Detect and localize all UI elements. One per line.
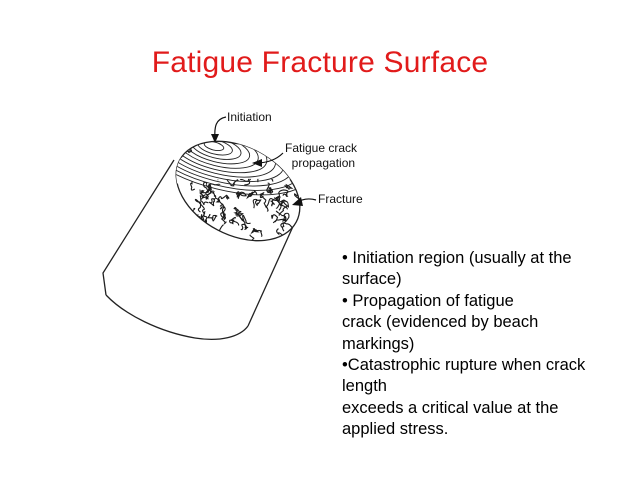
fracture-texture-stroke	[229, 216, 240, 226]
fracture-texture-stroke	[173, 189, 179, 196]
fracture-texture-stroke	[233, 207, 242, 215]
fracture-texture-stroke	[273, 195, 281, 202]
cylinder-body	[102, 159, 296, 341]
fracture-arrowhead	[292, 197, 303, 206]
fracture-texture-stroke	[270, 195, 281, 207]
fracture-texture-stroke	[220, 243, 231, 253]
fracture-texture-stroke	[160, 210, 174, 225]
label-initiation: Initiation	[227, 110, 272, 124]
bullet-line: length	[342, 377, 387, 396]
initiation-arrowhead	[211, 134, 219, 143]
fracture-texture-stroke	[164, 188, 176, 200]
bullet-line: exceeds a critical value at the	[342, 398, 559, 417]
fracture-texture-stroke	[189, 223, 196, 230]
fracture-texture-stroke	[278, 200, 289, 217]
fracture-texture-stroke	[262, 241, 271, 253]
bullet-line: •Catastrophic rupture when crack	[342, 356, 586, 375]
fracture-texture-stroke	[199, 194, 209, 206]
fracture-texture-stroke	[296, 238, 305, 248]
bullet-line: • Propagation of fatigue	[342, 291, 514, 310]
fracture-texture-stroke	[284, 183, 294, 191]
fracture-texture-stroke	[190, 216, 201, 231]
fracture-texture-stroke	[217, 194, 230, 205]
fracture-texture-stroke	[179, 239, 185, 247]
fracture-texture-stroke	[266, 182, 274, 194]
fracture-texture-stroke	[173, 221, 184, 232]
fracture-texture-stroke	[250, 228, 263, 237]
bullet-line: surface)	[342, 270, 402, 289]
cylinder-right-edge	[247, 221, 296, 327]
fracture-texture-stroke	[204, 225, 213, 233]
fracture-texture-stroke	[300, 227, 309, 240]
fracture-texture-stroke	[292, 171, 298, 185]
bullet-line: • Initiation region (usually at the	[342, 249, 572, 267]
fracture-texture-stroke	[200, 213, 205, 221]
leader-lines	[211, 116, 317, 206]
label-fracture: Fracture	[318, 192, 363, 206]
bullet-line: markings)	[342, 334, 415, 353]
fracture-texture-stroke	[208, 198, 216, 207]
fracture-texture-stroke	[257, 242, 277, 253]
fracture-texture-stroke	[197, 226, 203, 236]
fracture-texture-stroke	[189, 214, 201, 223]
fracture-texture-stroke	[252, 198, 262, 209]
fracture-texture-stroke	[271, 214, 279, 223]
fracture-texture-stroke	[264, 198, 277, 212]
bullet-line: crack (evidenced by beach	[342, 313, 539, 332]
cylinder-bottom-edge	[105, 294, 249, 341]
fracture-texture-stroke	[233, 209, 251, 225]
fracture-texture-stroke	[219, 206, 226, 221]
label-fatigue-crack-propagation: Fatigue crack propagation	[285, 141, 358, 170]
fracture-texture-stroke	[170, 213, 177, 227]
fracture-face	[159, 121, 314, 254]
fracture-texture-stroke	[180, 229, 186, 243]
fracture-texture-stroke	[280, 212, 290, 228]
fracture-texture-stroke	[240, 223, 249, 231]
fracture-texture-stroke	[206, 213, 218, 222]
bullet-line: applied stress.	[342, 420, 449, 439]
bullet-list: • Initiation region (usually at the surf…	[342, 248, 632, 441]
slide-title: Fatigue Fracture Surface	[151, 46, 489, 79]
fracture-texture-stroke	[194, 198, 206, 215]
fracture-texture-stroke	[219, 204, 227, 225]
fracture-texture-stroke	[211, 191, 221, 203]
fracture-texture-stroke	[245, 247, 252, 254]
propagation-arrowhead	[252, 159, 262, 167]
cylinder-left-edge	[102, 159, 175, 296]
fracture-texture-stroke	[277, 199, 290, 210]
